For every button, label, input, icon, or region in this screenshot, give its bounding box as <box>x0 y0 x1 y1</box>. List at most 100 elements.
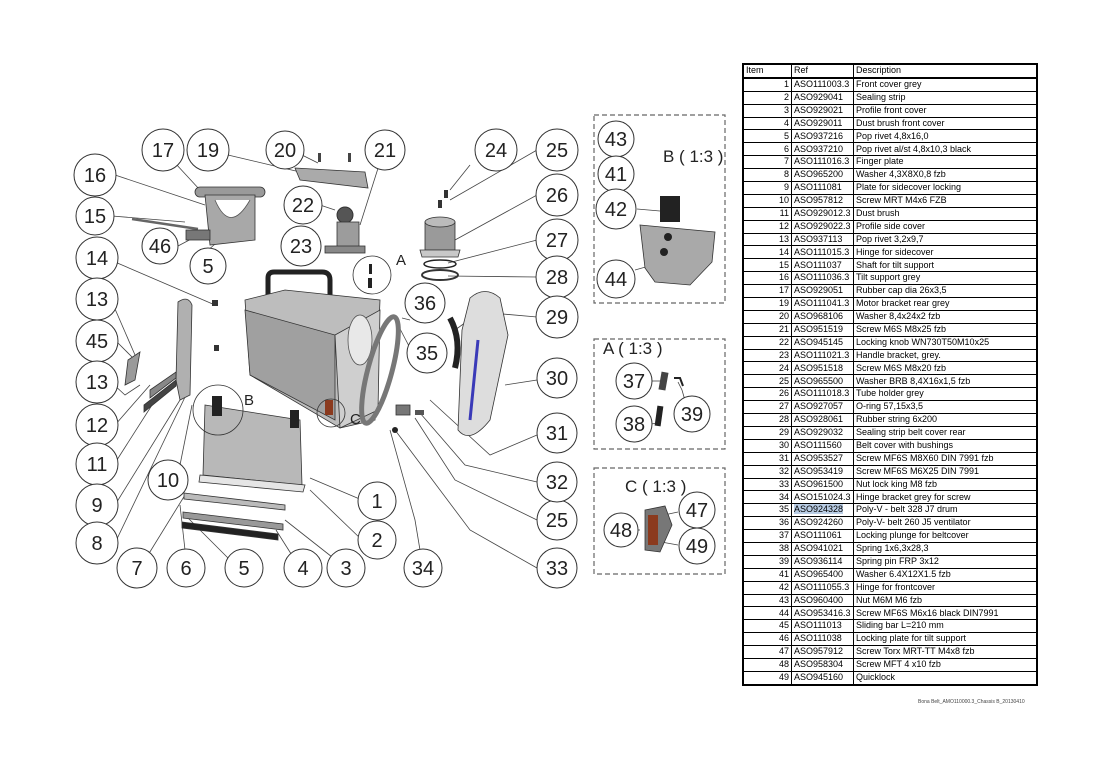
cell-description: Dust brush front cover <box>853 116 1038 131</box>
callout-number: 41 <box>605 164 627 186</box>
part-locking-plate <box>185 229 211 241</box>
cell-ref: ASO111041.3 <box>791 297 854 311</box>
ref-text: ASO960400 <box>794 594 844 605</box>
ref-text: ASO111018.3 <box>794 388 850 399</box>
callout-circle <box>535 295 579 339</box>
cell-description: Tilt support grey <box>853 271 1038 286</box>
callout-number: 23 <box>290 236 312 258</box>
callout-circle <box>536 461 578 503</box>
callout-bubble: 25 <box>536 499 578 541</box>
callout-bubble: 43 <box>597 120 635 158</box>
description-text: Profile side cover <box>856 220 926 231</box>
callout-bubble: 47 <box>678 491 716 529</box>
callout-number: 25 <box>546 510 568 532</box>
part-profile-side-cover <box>149 371 177 399</box>
ref-text: ASO111036.3 <box>794 272 850 283</box>
description-text: Nut lock king M8 fzb <box>856 478 938 489</box>
cell-ref: ASO945145 <box>791 335 854 350</box>
cell-ref: ASO929012.3 <box>791 206 854 221</box>
cell-item: 42 <box>742 580 792 595</box>
part-finger-plate <box>183 492 286 511</box>
callout-circle <box>404 282 446 324</box>
detail-c-drawing <box>644 505 673 553</box>
cell-item: 19 <box>742 297 792 311</box>
description-text: Locking knob WN730T50M10x25 <box>856 336 990 347</box>
ref-text: ASO937216 <box>794 130 844 141</box>
exploded-parts-diagram: B ( 1:3 ) A ( 1:3 ) C ( 1:3 ) A B C 1719… <box>73 114 726 589</box>
item-text: 5 <box>783 130 789 141</box>
ref-text: ASO968106 <box>794 311 844 322</box>
item-text: 14 <box>778 246 789 257</box>
cell-item: 8 <box>742 168 792 183</box>
table-row: 5 ASO937216 Pop rivet 4,8x16,0 <box>742 129 1038 144</box>
cell-description: Poly-V- belt 260 J5 ventilator <box>853 516 1038 531</box>
cell-ref: ASO111016.3 <box>791 155 854 170</box>
cell-description: Pop rivet 4,8x16,0 <box>853 129 1038 144</box>
part-side-cover <box>175 298 193 401</box>
callout-number: 28 <box>546 267 568 289</box>
callout-number: 48 <box>610 520 632 542</box>
item-text: 44 <box>778 607 789 618</box>
item-text: 27 <box>778 401 789 412</box>
callout-circle <box>406 332 448 374</box>
callout-bubble: 35 <box>406 332 448 374</box>
ref-text: ASO965500 <box>794 375 844 386</box>
description-text: Spring 1x6,3x28,3 <box>856 543 929 554</box>
cell-ref: ASO957812 <box>791 193 854 208</box>
callout-circle <box>186 128 230 172</box>
callout-number: 34 <box>412 558 434 580</box>
ref-text: ASO965200 <box>794 169 844 180</box>
callout-number: 8 <box>91 533 102 555</box>
cell-description: Screw M6S M8x20 fzb <box>853 361 1038 376</box>
cell-item: 31 <box>742 451 792 466</box>
callout-circle <box>403 548 443 588</box>
item-text: 20 <box>778 311 789 322</box>
description-text: Sealing strip <box>856 91 906 102</box>
description-text: Profile front cover <box>856 104 927 115</box>
part-dust-brush-front <box>181 521 279 541</box>
cell-description: Pop rivet 3,2x9,7 <box>853 232 1038 247</box>
callout-circle <box>73 153 117 197</box>
item-text: 25 <box>778 375 789 386</box>
item-text: 46 <box>778 633 789 644</box>
callout-number: 9 <box>91 495 102 517</box>
ref-text: ASO941021 <box>794 543 844 554</box>
cell-ref: ASO937210 <box>791 142 854 157</box>
cell-item: 12 <box>742 219 792 234</box>
cell-description: Sliding bar L=210 mm <box>853 619 1038 634</box>
cell-description: Profile front cover <box>853 103 1038 118</box>
callout-bubble: 13 <box>75 360 119 404</box>
ref-text: ASO111013 <box>794 620 842 631</box>
callout-circle <box>615 362 653 400</box>
description-text: Hinge for sidecover <box>856 246 934 257</box>
callout-bubble: 26 <box>535 173 579 217</box>
cell-item: 33 <box>742 477 792 492</box>
part-sliding-bar <box>124 351 141 386</box>
callout-number: 36 <box>414 293 436 315</box>
cell-description: Screw Torx MRT-TT M4x8 fzb <box>853 645 1038 659</box>
table-header-row: Item Ref Description <box>742 63 1038 79</box>
cell-item: 4 <box>742 116 792 131</box>
cell-item: 2 <box>742 90 792 105</box>
cell-item: 15 <box>742 258 792 273</box>
callout-number: 19 <box>197 140 219 162</box>
item-text: 7 <box>783 156 789 167</box>
callout-circle <box>603 512 639 548</box>
cell-ref: ASO924260 <box>791 516 854 531</box>
